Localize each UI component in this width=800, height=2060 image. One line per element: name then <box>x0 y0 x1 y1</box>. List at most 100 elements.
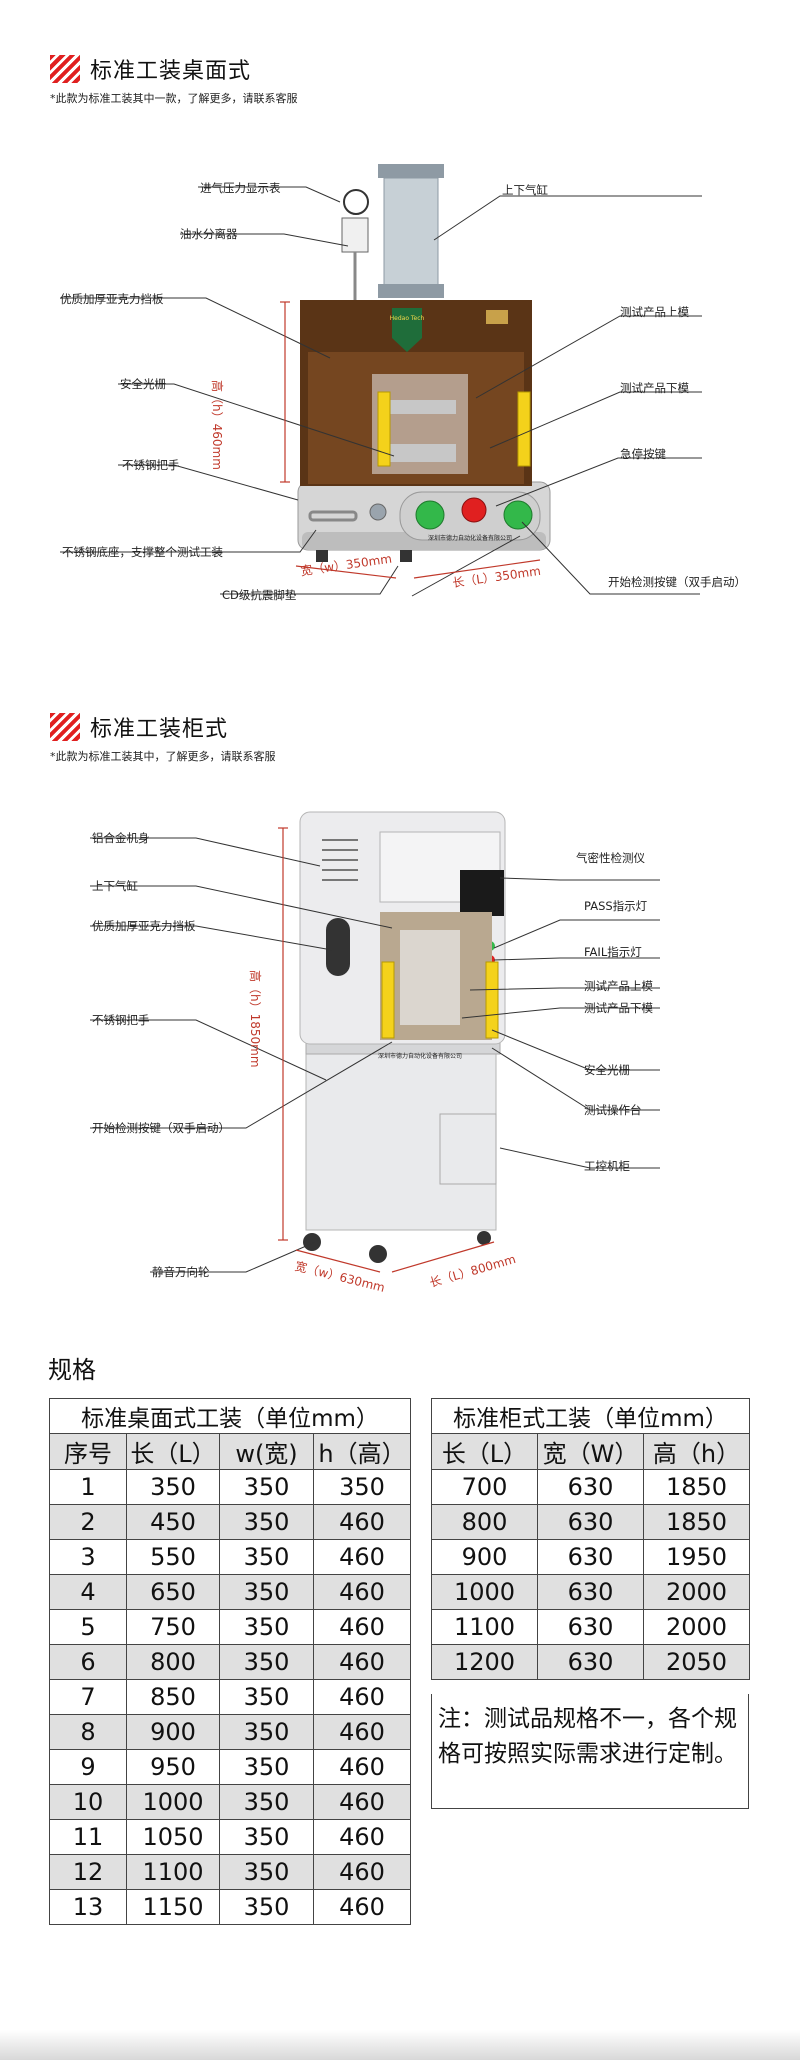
desktop-dim-height: 高（h）460mm <box>210 380 224 470</box>
desktop-badge: Hedao Tech <box>390 315 425 322</box>
desktop-table-cell: 460 <box>313 1889 411 1925</box>
desktop-table-cell: 350 <box>219 1504 314 1540</box>
desktop-table-cell: 1050 <box>126 1819 220 1855</box>
desktop-table-cell: 350 <box>219 1714 314 1750</box>
desktop-table-cell: 1100 <box>126 1854 220 1890</box>
desktop-table-cell: 800 <box>126 1644 220 1680</box>
cabinet-label-pass-light: PASS指示灯 <box>584 899 648 913</box>
cabinet-table-cell: 630 <box>537 1609 644 1645</box>
desktop-table-cell: 350 <box>219 1609 314 1645</box>
cabinet-table-cell: 2000 <box>643 1574 750 1610</box>
desktop-table-cell: 8 <box>49 1714 127 1750</box>
cabinet-label-handle: 不锈钢把手 <box>92 1013 150 1027</box>
desktop-table-cell: 460 <box>313 1539 411 1575</box>
cabinet-label-fail-light: FAIL指示灯 <box>584 945 642 959</box>
cabinet-table-cell: 630 <box>537 1504 644 1540</box>
cabinet-table-cell: 1950 <box>643 1539 750 1575</box>
cabinet-label-casters: 静音万向轮 <box>152 1265 210 1279</box>
stripe-icon <box>50 713 80 741</box>
desktop-table-cell: 13 <box>49 1889 127 1925</box>
cabinet-machine-figure: 深圳市德力自动化设备有限公司 <box>90 811 660 1273</box>
cabinet-label-start-button: 开始检测按键（双手启动） <box>92 1121 230 1135</box>
desktop-table-cell: 350 <box>219 1574 314 1610</box>
specs-title: 规格 <box>48 1356 96 1384</box>
desktop-table-cell: 1150 <box>126 1889 220 1925</box>
cabinet-table-cell: 630 <box>537 1644 644 1680</box>
desktop-table-cell: 460 <box>313 1854 411 1890</box>
desktop-table-cell: 350 <box>219 1749 314 1785</box>
desktop-table-cell: 350 <box>219 1784 314 1820</box>
desktop-table-header: 长（L） <box>126 1433 220 1470</box>
desktop-section-title: 标准工装桌面式 <box>90 59 252 84</box>
desktop-section-note: *此款为标准工装其中一款，了解更多，请联系客服 <box>50 92 298 105</box>
cabinet-table-header: 长（L） <box>431 1433 538 1470</box>
cabinet-label-operation-table: 测试操作台 <box>584 1103 642 1117</box>
desktop-table-cell: 5 <box>49 1609 127 1645</box>
desktop-table-cell: 350 <box>219 1679 314 1715</box>
desktop-table-header: w(宽) <box>219 1433 314 1470</box>
cabinet-table-cell: 2000 <box>643 1609 750 1645</box>
cabinet-table-cell: 1000 <box>431 1574 538 1610</box>
desktop-table-cell: 350 <box>219 1644 314 1680</box>
desktop-table-cell: 460 <box>313 1819 411 1855</box>
cabinet-table-cell: 1850 <box>643 1469 750 1505</box>
desktop-label-handle: 不锈钢把手 <box>122 458 180 472</box>
cabinet-label-leak-tester: 气密性检测仪 <box>576 851 645 865</box>
desktop-label-upper-mold: 测试产品上模 <box>620 305 689 319</box>
cabinet-label-acrylic-panel: 优质加厚亚克力挡板 <box>92 919 196 933</box>
desktop-table-cell: 2 <box>49 1504 127 1540</box>
desktop-table-cell: 460 <box>313 1644 411 1680</box>
desktop-label-oil-separator: 油水分离器 <box>180 227 238 241</box>
desktop-table-cell: 950 <box>126 1749 220 1785</box>
desktop-label-cylinder: 上下气缸 <box>502 183 548 197</box>
desktop-table-cell: 10 <box>49 1784 127 1820</box>
desktop-label-light-curtain: 安全光栅 <box>120 377 166 391</box>
desktop-table-cell: 350 <box>219 1889 314 1925</box>
cabinet-dim-height: 高（h）1850mm <box>248 970 262 1068</box>
cabinet-label-body: 铝合金机身 <box>92 831 150 845</box>
desktop-table-cell: 9 <box>49 1749 127 1785</box>
cabinet-label-lower-mold: 测试产品下模 <box>584 1001 653 1015</box>
desktop-table-cell: 350 <box>219 1469 314 1505</box>
desktop-table-cell: 900 <box>126 1714 220 1750</box>
cabinet-table-cell: 2050 <box>643 1644 750 1680</box>
desktop-label-acrylic-panel: 优质加厚亚克力挡板 <box>60 292 164 306</box>
desktop-table-cell: 350 <box>313 1469 411 1505</box>
desktop-label-pressure-gauge: 进气压力显示表 <box>200 181 281 195</box>
desktop-nameplate: 深圳市德力自动化设备有限公司 <box>428 534 512 542</box>
cabinet-nameplate: 深圳市德力自动化设备有限公司 <box>378 1052 462 1060</box>
desktop-table-cell: 1000 <box>126 1784 220 1820</box>
desktop-section-header: 标准工装桌面式 <box>50 54 251 84</box>
desktop-table-cell: 1 <box>49 1469 127 1505</box>
cabinet-label-control-cabinet: 工控机柜 <box>584 1159 630 1173</box>
specs-note: 注：测试品规格不一，各个规格可按照实际需求进行定制。 <box>431 1694 749 1809</box>
cabinet-table-cell: 700 <box>431 1469 538 1505</box>
desktop-table-cell: 4 <box>49 1574 127 1610</box>
desktop-machine-figure: 深圳市德力自动化设备有限公司 Hedao Tech <box>60 164 702 597</box>
cabinet-table-cell: 630 <box>537 1539 644 1575</box>
desktop-table-cell: 6 <box>49 1644 127 1680</box>
stripe-icon <box>50 55 80 83</box>
desktop-table-cell: 460 <box>313 1749 411 1785</box>
desktop-label-base: 不锈钢底座，支撑整个测试工装 <box>62 545 223 559</box>
cabinet-table-cell: 1200 <box>431 1644 538 1680</box>
desktop-table-cell: 550 <box>126 1539 220 1575</box>
desktop-table-cell: 350 <box>219 1854 314 1890</box>
cabinet-section-title: 标准工装柜式 <box>90 717 229 742</box>
desktop-table-cell: 460 <box>313 1504 411 1540</box>
desktop-table-cell: 460 <box>313 1679 411 1715</box>
desktop-table-cell: 460 <box>313 1714 411 1750</box>
cabinet-label-light-curtain: 安全光栅 <box>584 1063 630 1077</box>
